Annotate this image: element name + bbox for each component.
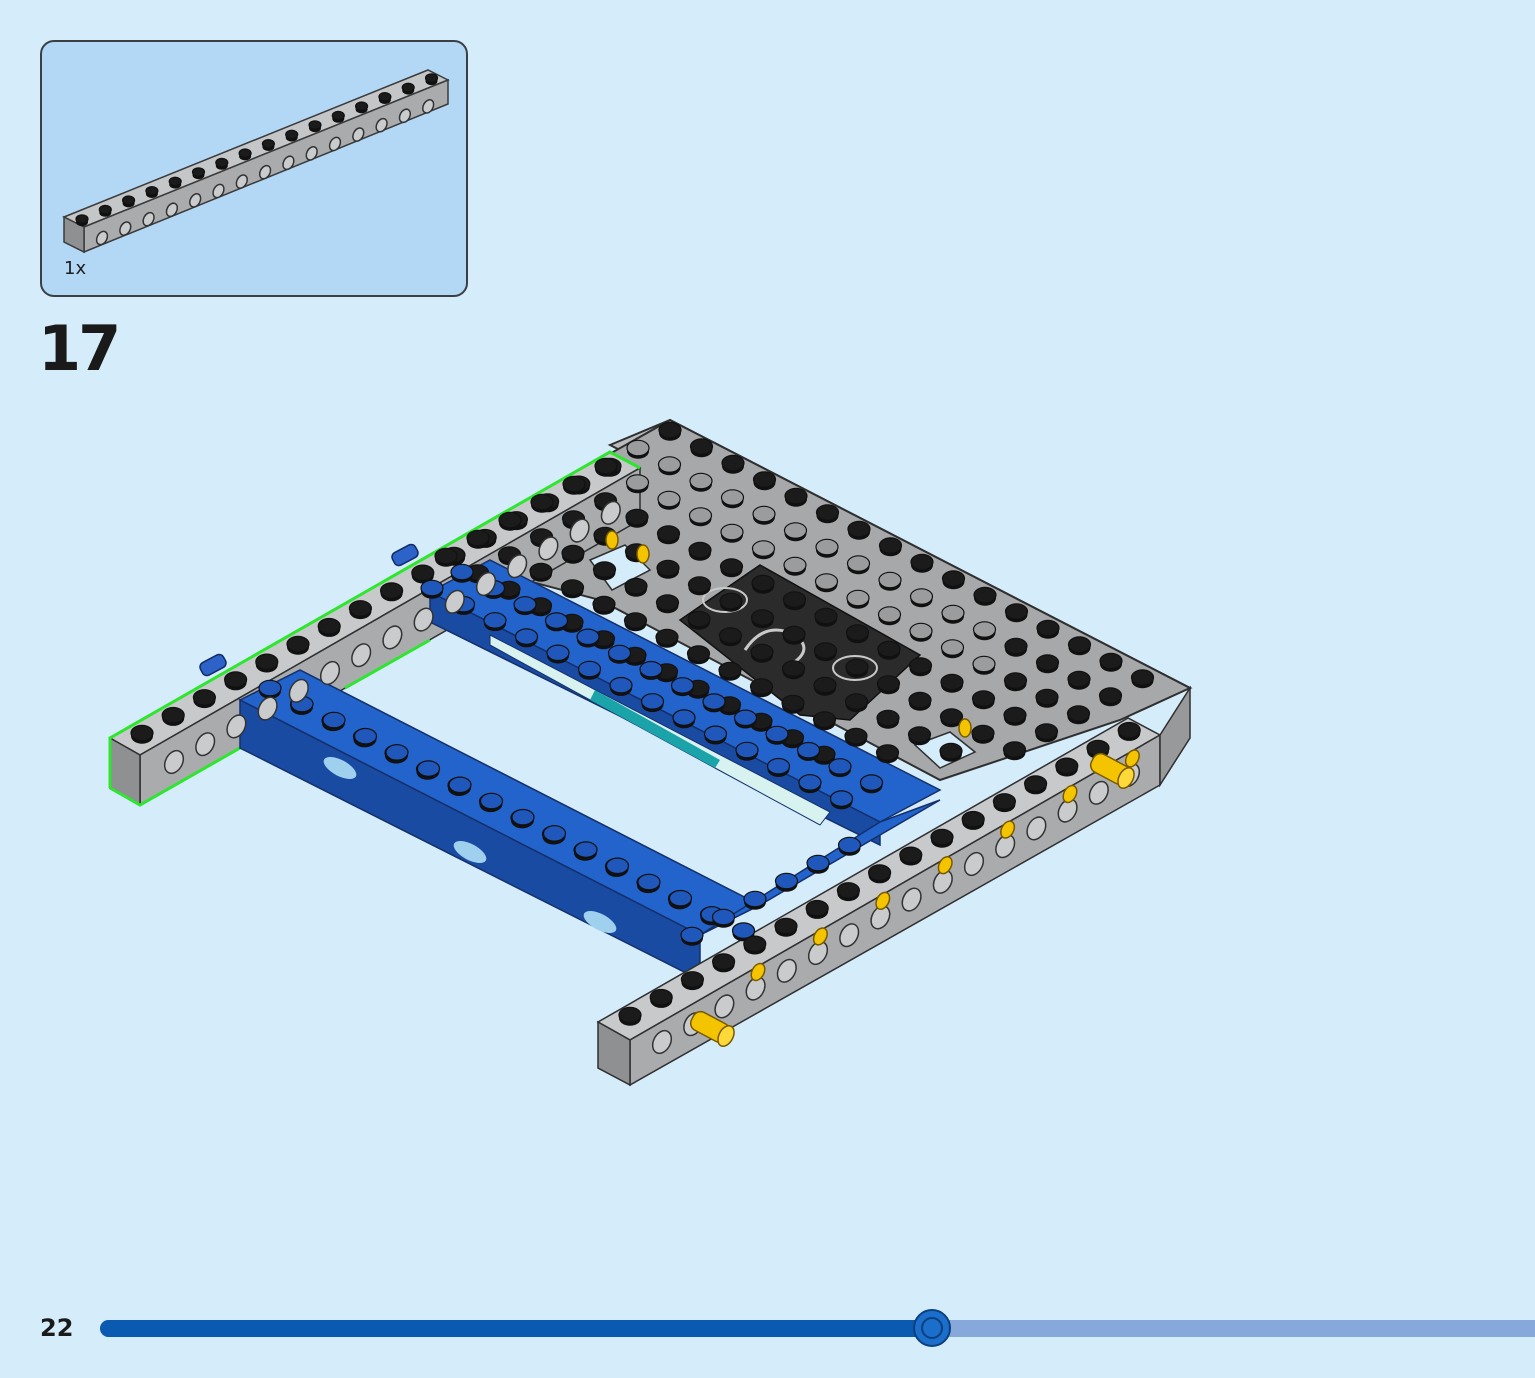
model-assembly-illustration (108, 418, 1193, 1087)
page-number: 22 (40, 1314, 74, 1342)
progress-knob (913, 1309, 951, 1347)
progress-bar (100, 1309, 1535, 1347)
parts-callout: 1x (40, 40, 468, 297)
technic-beam-16-icon (62, 69, 450, 254)
part-quantity-label: 1x (64, 258, 87, 279)
step-number: 17 (38, 312, 121, 385)
progress-fill (100, 1320, 932, 1337)
